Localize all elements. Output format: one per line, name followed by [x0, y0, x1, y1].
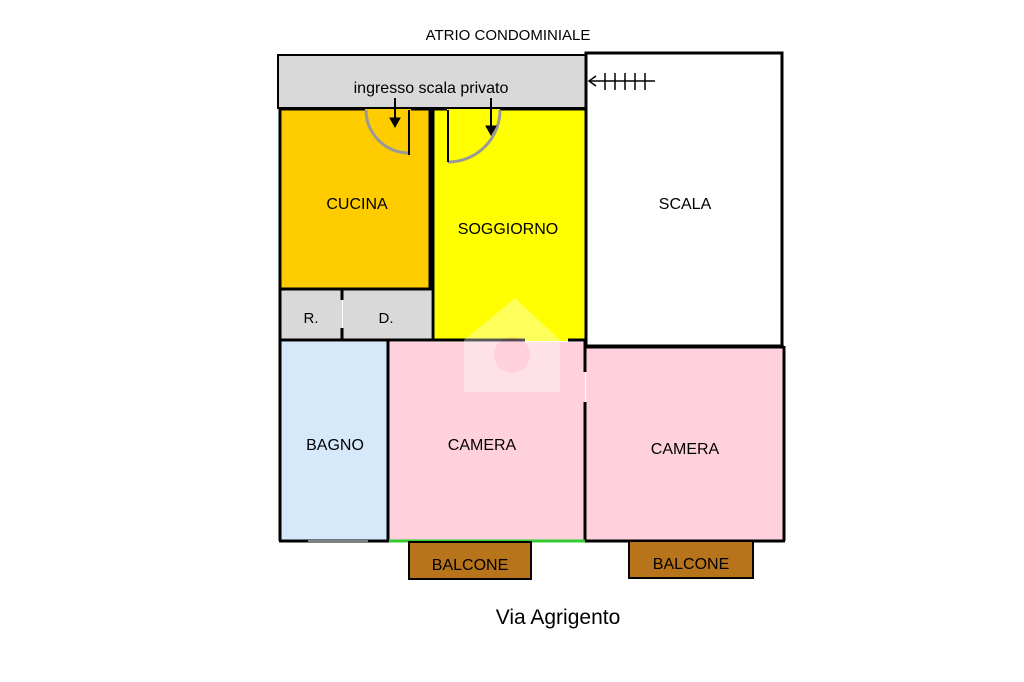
- down-arrow-icon: [389, 98, 401, 129]
- label-camera-2: CAMERA: [651, 441, 720, 458]
- down-arrow-icon: [485, 98, 497, 137]
- door-swings: [364, 109, 502, 164]
- label-disimpegno: D.: [379, 310, 394, 327]
- label-camera-1: CAMERA: [448, 437, 517, 454]
- atrium-label: ATRIO CONDOMINIALE: [426, 27, 591, 44]
- room-ripostiglio: [280, 290, 342, 340]
- label-balcone-1: BALCONE: [432, 557, 508, 574]
- stair-arrow-icon: [587, 73, 655, 90]
- balcone-1: [408, 541, 532, 580]
- label-bagno: BAGNO: [306, 437, 364, 454]
- label-ripostiglio: R.: [304, 310, 319, 327]
- entrance-label: ingresso scala privato: [354, 80, 509, 97]
- room-cucina: [280, 109, 430, 289]
- label-cucina: CUCINA: [326, 196, 388, 213]
- room-camera-2: [586, 347, 783, 540]
- room-bagno: [281, 342, 388, 540]
- watermark-logo: [464, 298, 560, 392]
- room-soggiorno: [432, 109, 585, 341]
- walls: [278, 107, 786, 543]
- street-label: Via Agrigento: [496, 606, 621, 629]
- label-scala: SCALA: [659, 196, 712, 213]
- room-camera-1: [389, 342, 585, 540]
- label-soggiorno: SOGGIORNO: [458, 221, 558, 238]
- balcone-2: [628, 540, 754, 579]
- entrance-corridor: [277, 54, 587, 109]
- room-disimpegno: [343, 290, 431, 340]
- label-balcone-2: BALCONE: [653, 556, 729, 573]
- room-scala: [584, 51, 784, 348]
